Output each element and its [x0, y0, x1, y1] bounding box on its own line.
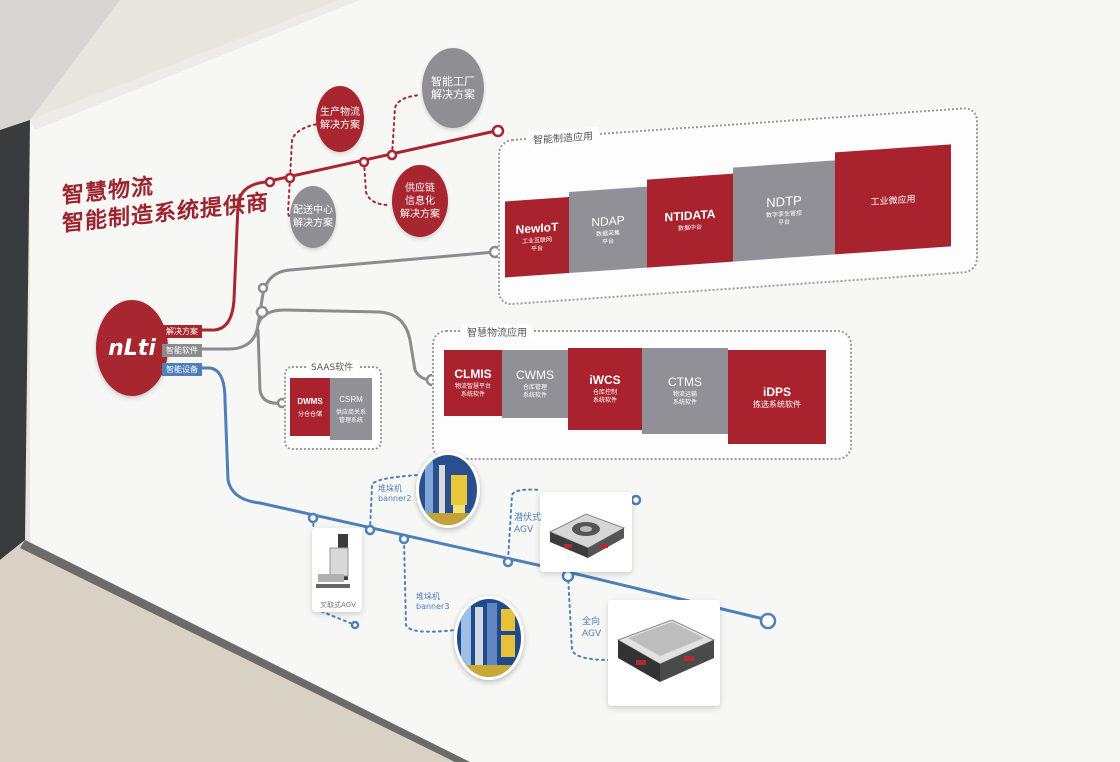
latent-agv-label: 潜伏式 AGV [514, 513, 542, 535]
block-iwcs: iWCS 仓库控制 系统软件 [568, 348, 642, 430]
branch-label-software: 智能软件 [162, 344, 202, 357]
solution-node-distribution: 配送中心 解决方案 [290, 186, 336, 248]
block-industrial-micro-apps: 工业微应用 [835, 144, 951, 255]
stacker-banner2-photo [416, 452, 480, 528]
block-newiot: NewIoT 工业互联网 平台 [505, 197, 569, 278]
block-ctms: CTMS 物流运输 系统软件 [642, 348, 728, 434]
block-cwms: CWMS 仓库管理 系统软件 [502, 350, 568, 418]
stacker-banner3-label: 堆垛机 banner3 [416, 592, 450, 611]
block-dwms: DWMS 分仓仓储 [290, 378, 330, 436]
branch-label-equipment: 智能设备 [162, 363, 202, 376]
latent-agv-card [540, 492, 632, 572]
stacker-banner3-photo [454, 596, 524, 680]
company-logo: nLti [96, 300, 168, 396]
solution-node-supply-chain: 供应链 信息化 解决方案 [392, 165, 448, 237]
logistics-panel-title: 智慧物流应用 [462, 324, 532, 339]
block-idps: iDPS 拣选系统软件 [728, 350, 826, 444]
block-ndap: NDAP 数据采集 平台 [569, 186, 647, 274]
solution-node-production: 生产物流 解决方案 [316, 86, 364, 152]
forklift-agv-label: 叉取式AGV [320, 601, 356, 609]
saas-panel: SAAS软件 DWMS 分仓仓储 CSRM 供应商关系 管理系统 [284, 360, 382, 450]
omni-agv-card [608, 600, 720, 706]
forklift-agv-card: 叉取式AGV [312, 528, 362, 612]
block-clmis: CLMIS 物流智慧平台 系统软件 [444, 350, 502, 416]
branch-label-solutions: 解决方案 [162, 325, 202, 338]
stacker-banner2-label: 堆垛机 banner2 [378, 484, 412, 503]
manufacturing-panel: 智能制造应用 NewIoT 工业互联网 平台 NDAP 数据采集 平台 NTID… [498, 106, 978, 307]
solution-node-smart-factory: 智能工厂 解决方案 [422, 48, 484, 128]
omni-agv-label: 全向 AGV [582, 617, 602, 639]
block-ndtp: NDTP 数字孪生管控 平台 [733, 160, 835, 262]
saas-panel-title: SAAS软件 [306, 360, 359, 373]
block-ntidata: NTIDATA 数据中台 [647, 173, 733, 268]
block-csrm: CSRM 供应商关系 管理系统 [330, 378, 372, 440]
logistics-panel: 智慧物流应用 CLMIS 物流智慧平台 系统软件 CWMS 仓库管理 系统软件 … [432, 324, 852, 460]
logo-text: nLti [108, 335, 156, 361]
